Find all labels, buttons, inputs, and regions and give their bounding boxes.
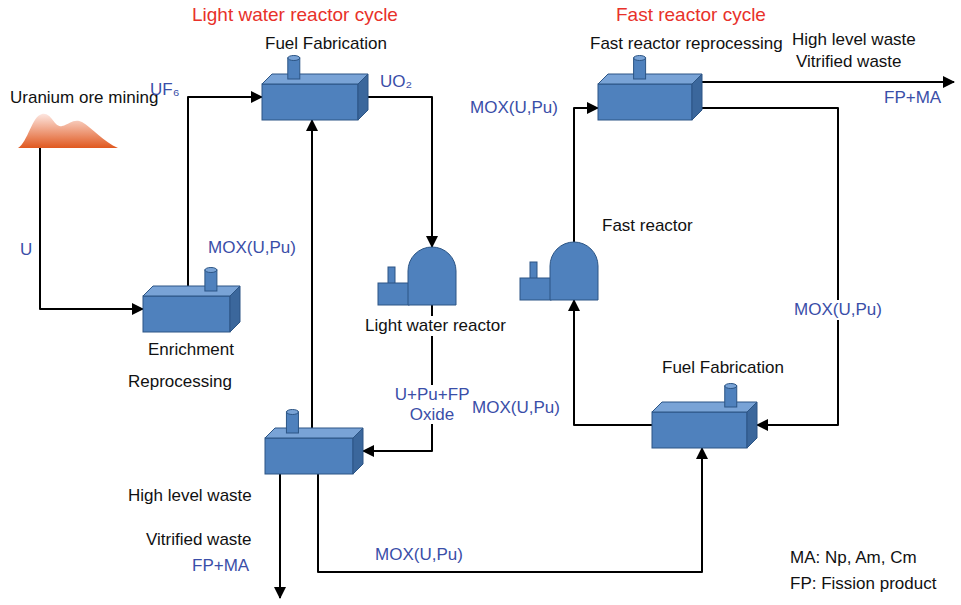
note: FP: Fission product <box>790 574 936 594</box>
reactor-dome <box>408 247 456 305</box>
flow-arrow <box>702 108 838 425</box>
note: MA: Np, Am, Cm <box>790 548 917 568</box>
flow-label: MOX(U,Pu) <box>208 238 296 258</box>
facility-side <box>230 286 240 332</box>
facility-icon <box>265 428 363 474</box>
waste-content: FP+MA <box>192 556 249 576</box>
waste-content: FP+MA <box>884 88 941 108</box>
facility-box: Reprocessing <box>265 428 363 474</box>
facility-side <box>358 74 368 120</box>
facility-icon <box>143 286 240 332</box>
facility-front <box>262 84 358 120</box>
facility-side <box>692 74 702 120</box>
chimney <box>634 58 646 79</box>
flow-label: UO₂ <box>380 72 412 92</box>
waste-arrow <box>279 474 281 598</box>
facility-side <box>747 402 757 448</box>
facility-icon <box>598 74 702 120</box>
facility-box: Fuel Fabrication <box>262 74 368 120</box>
flow-label: UF₆ <box>150 80 180 100</box>
facility-front <box>265 438 353 474</box>
node-label: Fast reactor <box>602 216 693 236</box>
flow-label: U <box>20 240 32 260</box>
waste-label: Vitrified waste <box>796 52 902 72</box>
facility-top <box>262 74 368 84</box>
flow-label: MOX(U,Pu) <box>470 98 558 118</box>
flow-arrow <box>368 97 432 247</box>
facility-top <box>598 74 702 84</box>
facility-icon <box>18 112 118 148</box>
reactor-building <box>520 278 551 300</box>
waste-label: High level waste <box>792 30 916 50</box>
facility-icon <box>520 240 598 300</box>
waste-label: High level waste <box>128 486 252 506</box>
waste-label: Vitrified waste <box>146 530 252 550</box>
node-label: Fuel Fabrication <box>662 358 784 378</box>
cycle-title: Light water reactor cycle <box>192 4 398 26</box>
reactor-node: Fast reactor <box>520 240 598 300</box>
chimney-top <box>286 410 298 415</box>
flow-arrow <box>188 97 262 286</box>
node-label: Enrichment <box>148 340 234 360</box>
flow-arrow <box>40 148 143 309</box>
flow-arrow <box>574 300 652 425</box>
chimney <box>205 270 217 291</box>
chimney-top <box>288 56 300 61</box>
node-label: Reprocessing <box>128 372 232 392</box>
node-label: Fuel Fabrication <box>265 34 387 54</box>
facility-icon <box>652 402 757 448</box>
chimney-top <box>725 384 737 389</box>
facility-front <box>652 412 747 448</box>
facility-top <box>265 428 363 438</box>
reactor-building <box>378 283 409 305</box>
chimney <box>286 412 298 433</box>
facility-side <box>353 428 363 474</box>
reactor-dome <box>550 242 598 300</box>
facility-box: Enrichment <box>143 286 240 332</box>
mining-site: Uranium ore mining <box>18 112 118 148</box>
facility-box: Fast reactor reprocessing <box>598 74 702 120</box>
facility-icon <box>378 245 456 305</box>
chimney <box>725 386 737 407</box>
chimney <box>530 262 537 280</box>
chimney <box>288 58 300 79</box>
chimney-top <box>634 56 646 61</box>
chimney <box>388 267 395 285</box>
flow-arrow <box>574 108 598 242</box>
node-label: Light water reactor <box>362 316 509 336</box>
cycle-title: Fast reactor cycle <box>616 4 766 26</box>
mountain-icon <box>18 114 118 148</box>
flow-arrow <box>318 448 702 572</box>
facility-icon <box>262 74 368 120</box>
chimney-top <box>205 268 217 273</box>
reactor-node: Light water reactor <box>378 245 456 305</box>
flow-label: MOX(U,Pu) <box>472 398 560 418</box>
facility-box: Fuel Fabrication <box>652 402 757 448</box>
facility-front <box>598 84 692 120</box>
flow-label: U+Pu+FP Oxide <box>392 385 472 424</box>
facility-front <box>143 296 230 332</box>
waste-arrow <box>702 81 954 83</box>
flow-arrow <box>311 120 313 428</box>
node-label: Fast reactor reprocessing <box>590 34 783 54</box>
flow-label: MOX(U,Pu) <box>375 545 463 565</box>
flow-label: MOX(U,Pu) <box>791 300 885 320</box>
facility-top <box>652 402 757 412</box>
node-label: Uranium ore mining <box>10 88 158 108</box>
facility-top <box>143 286 240 296</box>
